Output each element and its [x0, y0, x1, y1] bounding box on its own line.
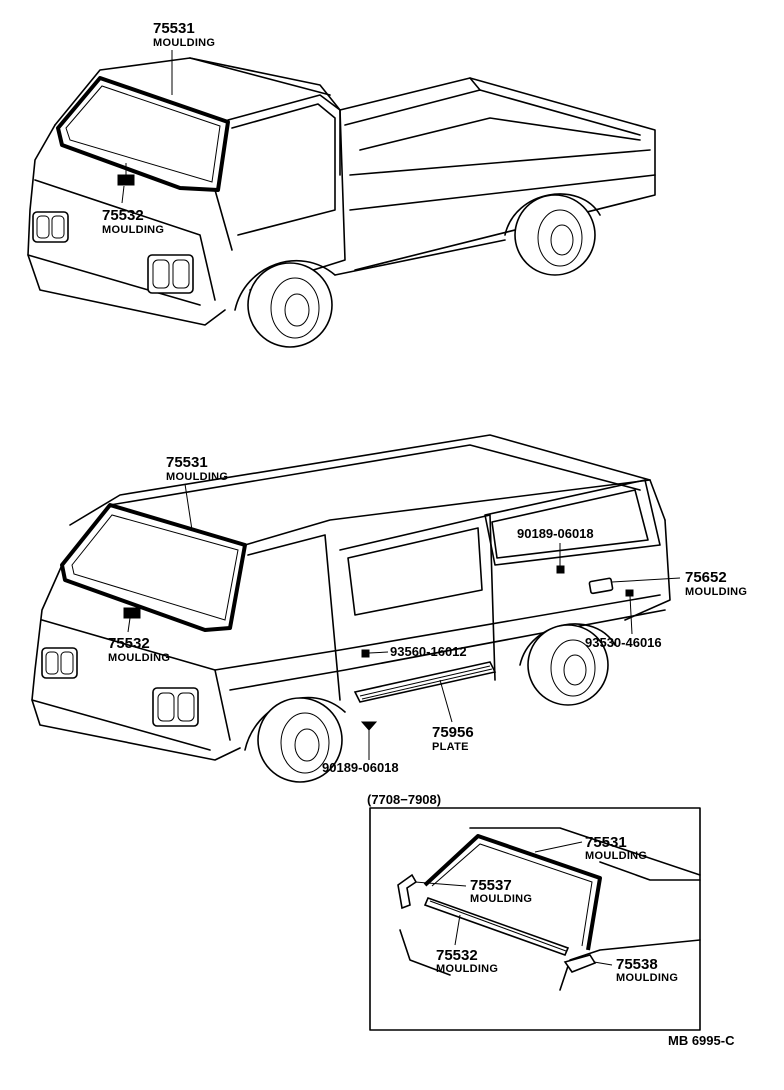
part-number: 75531 — [585, 834, 627, 851]
part-name: MOULDING — [616, 972, 678, 984]
part-number: 75532 — [102, 207, 144, 224]
fastener-code: 93530-46016 — [585, 635, 662, 650]
inset-moulding-75537 — [397, 873, 418, 910]
side-moulding-75652 — [588, 577, 614, 595]
figure-code: MB 6995-C — [668, 1033, 735, 1048]
windshield-moulding-75531-truck — [56, 76, 230, 192]
part-number: 75538 — [616, 956, 658, 973]
van-fastener-callout-2: 93560-16012 — [368, 644, 467, 659]
inset-callout-75538: 75538 MOULDING — [593, 956, 678, 984]
step-plate-75956 — [353, 661, 497, 703]
part-number: 75531 — [166, 454, 208, 471]
inset-moulding-75538 — [563, 954, 597, 973]
truck-callout-75532: 75532 MOULDING — [102, 185, 164, 236]
part-name: MOULDING — [102, 224, 164, 236]
truck-callout-75531: 75531 MOULDING — [153, 20, 215, 95]
inset-moulding-75531 — [423, 834, 602, 951]
inset-callout-75531: 75531 MOULDING — [534, 834, 647, 862]
fastener-code: 90189-06018 — [517, 526, 594, 541]
inset-illustration — [397, 827, 701, 991]
part-number: 75652 — [685, 569, 727, 586]
van-fastener-callout-4: 90189-06018 — [322, 730, 399, 775]
part-name: MOULDING — [153, 37, 215, 49]
windshield-moulding-75531-van — [60, 503, 247, 632]
part-name: MOULDING — [108, 652, 170, 664]
van-fastener-callout-1: 90189-06018 — [517, 526, 594, 566]
pickup-truck-illustration — [27, 57, 656, 348]
inset-title: (7708−7908) — [367, 792, 441, 807]
part-number: 75532 — [108, 635, 150, 652]
inset-callout-75532: 75532 MOULDING — [436, 914, 498, 975]
inset-frame — [369, 807, 701, 1031]
van-illustration — [31, 434, 671, 783]
van-fastener-callout-3: 93530-46016 — [585, 595, 662, 650]
part-name: PLATE — [432, 741, 469, 753]
van-callout-75956: 75956 PLATE — [432, 679, 474, 753]
part-number: 75532 — [436, 947, 478, 964]
fastener-code: 90189-06018 — [322, 760, 399, 775]
part-number: 75956 — [432, 724, 474, 741]
van-callout-75532: 75532 MOULDING — [108, 617, 170, 664]
fastener-code: 93560-16012 — [390, 644, 467, 659]
part-number: 75537 — [470, 877, 512, 894]
part-number: 75531 — [153, 20, 195, 37]
part-name: MOULDING — [436, 963, 498, 975]
part-name: MOULDING — [685, 586, 747, 598]
inset-callout-75537: 75537 MOULDING — [414, 877, 532, 905]
part-name: MOULDING — [585, 850, 647, 862]
van-callout-75531: 75531 MOULDING — [166, 454, 228, 531]
van-callout-75652: 75652 MOULDING — [611, 569, 747, 598]
part-name: MOULDING — [470, 893, 532, 905]
part-name: MOULDING — [166, 471, 228, 483]
